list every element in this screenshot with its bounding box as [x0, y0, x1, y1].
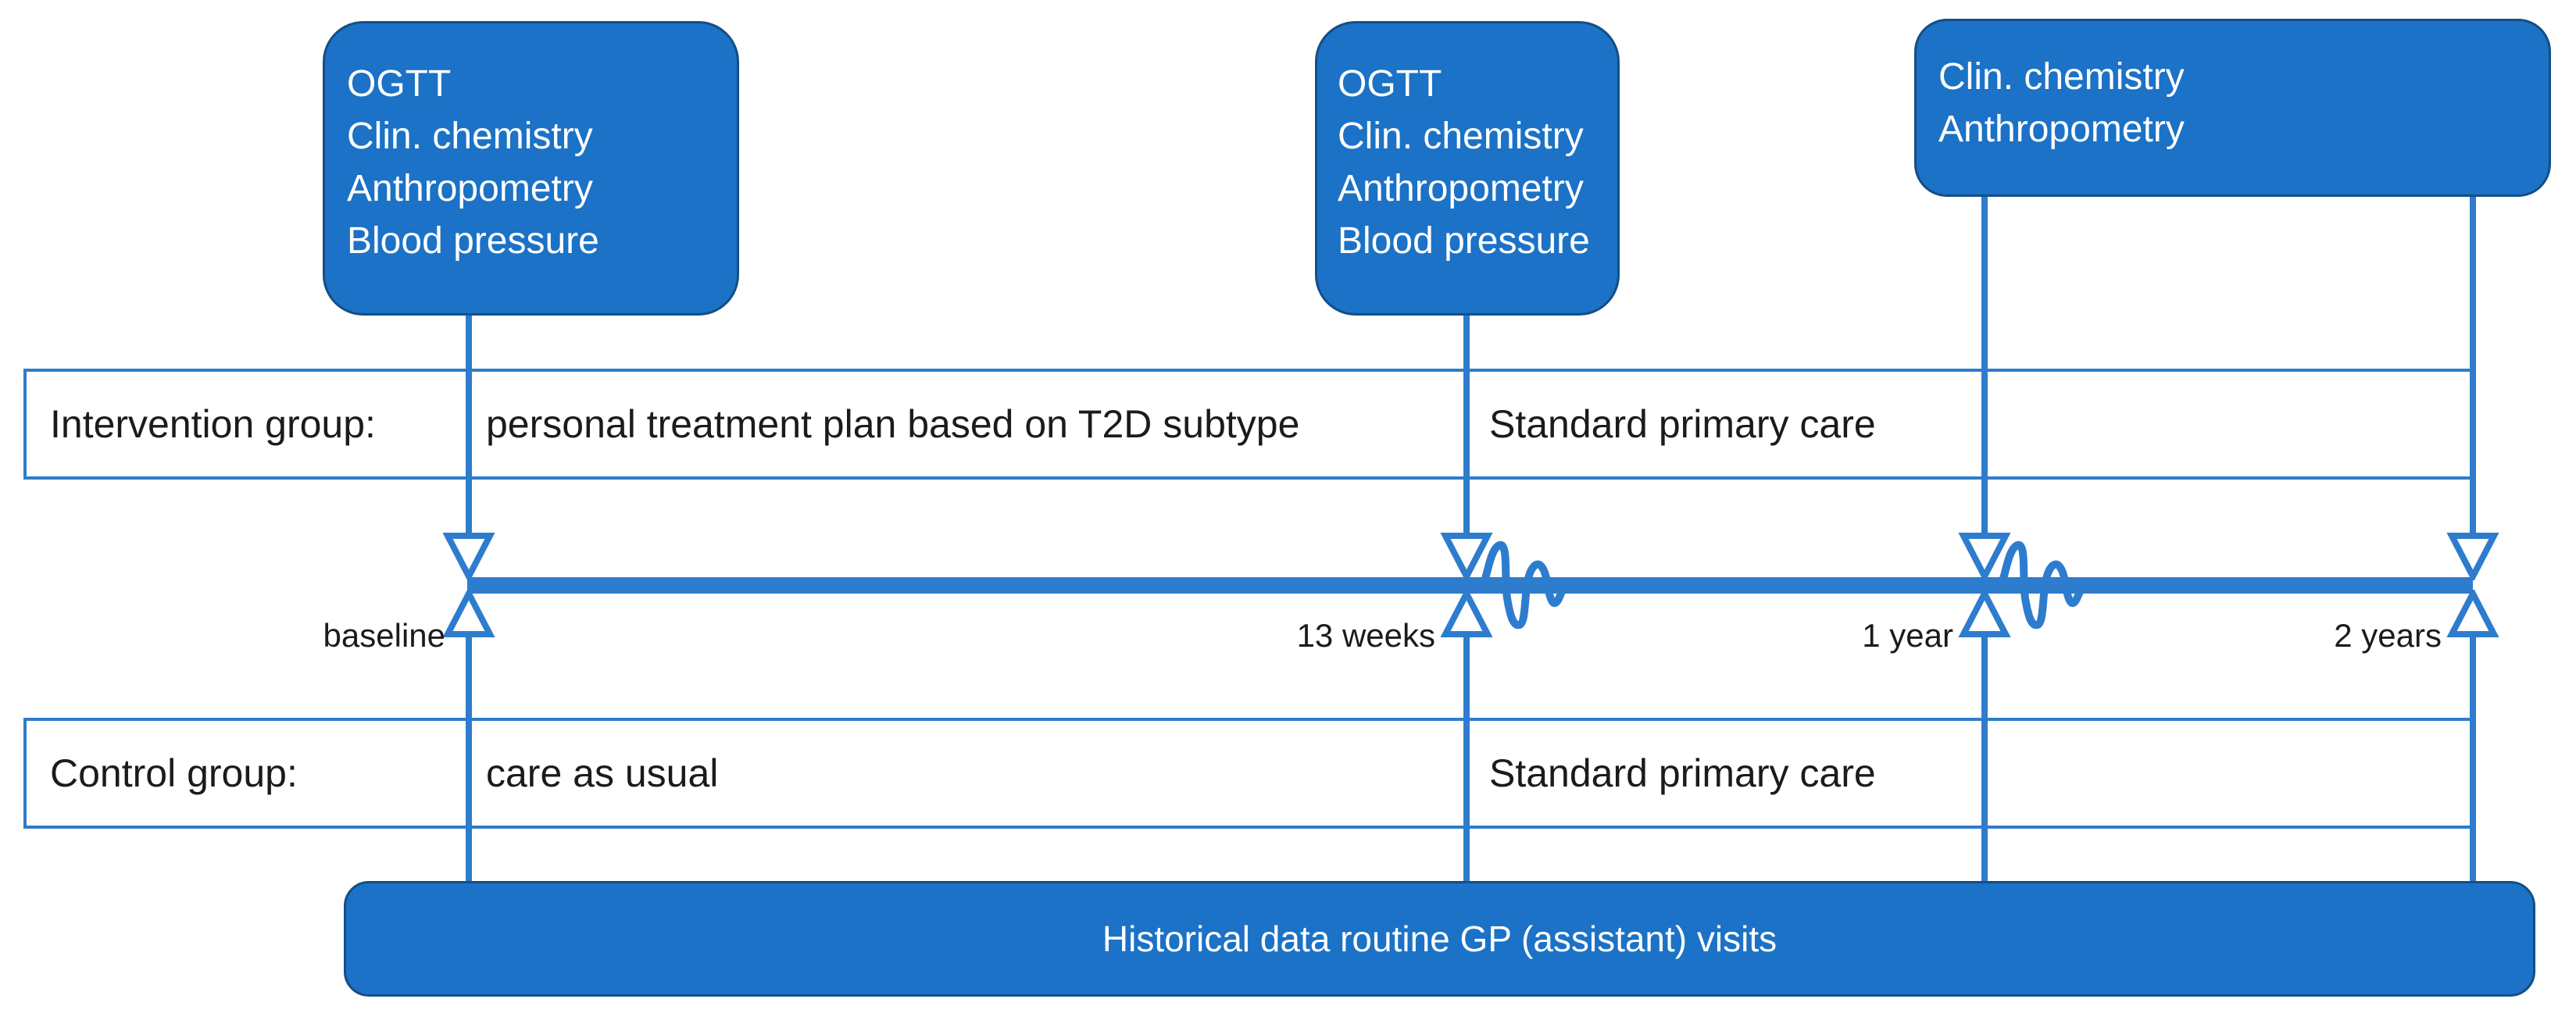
assessment-line: OGTT [347, 63, 452, 105]
control-phase2-text: Standard primary care [1489, 751, 1876, 795]
assessment-line: Blood pressure [347, 220, 599, 262]
assessment-line: Blood pressure [1338, 220, 1590, 262]
assessment-box-followup: Clin. chemistry Anthropometry [1914, 19, 2551, 197]
assessment-line: Anthropometry [1338, 168, 1584, 209]
timepoint-label-2-years: 2 years [2334, 617, 2442, 654]
intervention-phase2-text: Standard primary care [1489, 402, 1876, 446]
baseline-down-arrow-icon [442, 533, 495, 580]
assessment-line: Clin. chemistry [1338, 116, 1584, 157]
intervention-group-row: Intervention group: personal treatment p… [23, 369, 2473, 480]
historical-data-label: Historical data routine GP (assistant) v… [1102, 918, 1777, 959]
control-group-row: Control group: care as usual Standard pr… [23, 718, 2473, 829]
control-phase1-text: care as usual [486, 751, 719, 795]
year2-connector-lower [2470, 636, 2476, 883]
week13-up-arrow-icon [1440, 590, 1493, 637]
assessment-line: Anthropometry [347, 168, 593, 209]
year2-up-arrow-icon [2446, 590, 2499, 637]
historical-data-bar: Historical data routine GP (assistant) v… [344, 881, 2535, 997]
baseline-connector-upper [466, 312, 472, 533]
week13-down-arrow-icon [1440, 533, 1493, 580]
year1-down-arrow-icon [1958, 533, 2011, 580]
timeline-break-squiggle [1997, 541, 2091, 630]
assessment-line: OGTT [1338, 63, 1442, 105]
year2-down-arrow-icon [2446, 533, 2499, 580]
intervention-phase1-text: personal treatment plan based on T2D sub… [486, 402, 1300, 446]
baseline-connector-lower [466, 636, 472, 883]
week13-connector-lower [1463, 636, 1470, 883]
control-group-label: Control group: [50, 751, 298, 795]
assessment-line: Anthropometry [1938, 109, 2185, 150]
timepoint-label-1-year: 1 year [1862, 617, 1953, 654]
timeline-break-squiggle [1479, 541, 1573, 630]
timepoint-label-13-weeks: 13 weeks [1296, 617, 1435, 654]
assessment-box-13-weeks: OGTT Clin. chemistry Anthropometry Blood… [1315, 21, 1620, 316]
assessment-line: Clin. chemistry [347, 116, 593, 157]
year2-connector-upper [2470, 194, 2476, 533]
year1-up-arrow-icon [1958, 590, 2011, 637]
timeline-bar [467, 577, 2473, 594]
year1-connector-lower [1981, 636, 1988, 883]
timepoint-label-baseline: baseline [323, 617, 445, 654]
week13-connector-upper [1463, 312, 1470, 533]
baseline-up-arrow-icon [442, 590, 495, 637]
year1-connector-upper [1981, 194, 1988, 533]
assessment-line: Clin. chemistry [1938, 56, 2185, 98]
assessment-box-baseline: OGTT Clin. chemistry Anthropometry Blood… [323, 21, 739, 316]
intervention-group-label: Intervention group: [50, 402, 376, 446]
